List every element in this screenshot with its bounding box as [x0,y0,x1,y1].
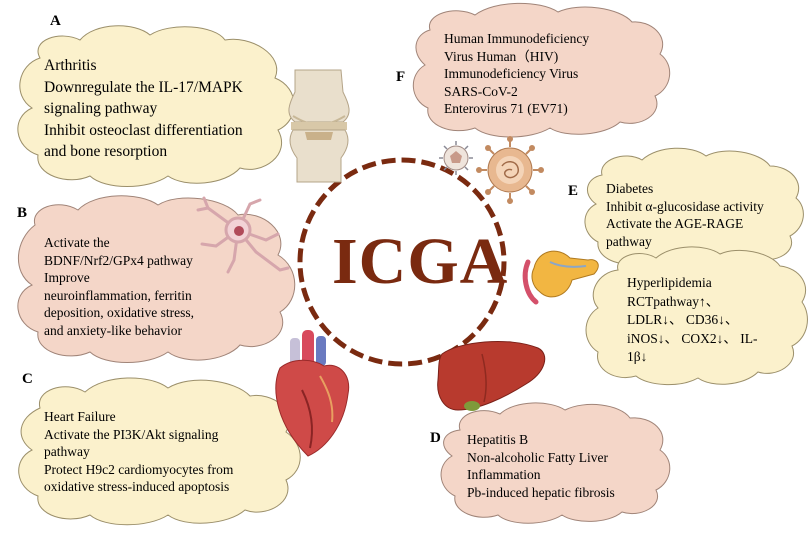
panel-f-text: Human Immunodeficiency Virus Human（HIV) … [444,30,589,118]
virus-small-icon [439,141,473,175]
panel-a-line: Downregulate the IL-17/MAPK [44,78,243,96]
panel-c-text: Heart Failure Activate the PI3K/Akt sign… [44,408,233,496]
panel-b-line: Activate the [44,235,110,250]
heart-icon [275,330,350,457]
cloud-c [18,377,301,526]
panel-d-line: Non-alcoholic Fatty Liver [467,449,608,465]
panel-label-c: C [22,371,33,387]
panel-e-hyperlipidemia-line: 1β↓ [627,349,648,364]
panel-a-line: signaling pathway [44,100,158,117]
panel-e-diabetes-line: Diabetes [606,181,654,196]
panel-c-line: pathway [44,444,90,459]
panel-a-text: Arthritis Downregulate the IL-17/MAPK si… [44,55,243,163]
panel-c-line: Protect H9c2 cardiomyocytes from [44,461,234,477]
panel-e-hyperlipidemia-text: Hyperlipidemia RCTpathway↑、 LDLR↓、 CD36↓… [627,274,758,367]
panel-label-e: E [568,183,579,199]
panel-label-d: D [430,430,441,446]
pancreas-icon [522,250,599,305]
knee-joint-icon [288,69,350,183]
panel-d-line: Pb-induced hepatic fibrosis [467,484,615,500]
panel-c-line: oxidative stress-induced apoptosis [44,479,230,494]
panel-a-line: Arthritis [44,57,97,74]
panel-b-line: Improve [44,270,90,285]
central-dashed-circle [297,157,507,367]
cloud-e-hyperlipidemia [585,246,808,386]
panel-e-hyperlipidemia-line: LDLR↓、 CD36↓、 [627,312,739,327]
panel-e-hyperlipidemia-line: RCTpathway↑、 [627,293,720,309]
panel-d-line: Inflammation [467,467,541,482]
panel-a-line: and bone resorption [44,143,168,160]
cloud-a [17,25,295,187]
panel-label-a: A [50,13,61,29]
panel-f-line: Virus Human（HIV) [444,48,559,64]
panel-f-line: Human Immunodeficiency [444,31,590,46]
center-title: ICGA [332,225,509,298]
panel-e-diabetes-text: Diabetes Inhibit α-glucosidase activity … [606,180,764,250]
panel-a-line: Inhibit osteoclast differentiation [44,121,243,139]
panel-label-f: F [396,69,406,85]
neuron-icon [196,196,290,274]
cloud-f [412,2,670,138]
panel-d-text: Hepatitis B Non-alcoholic Fatty Liver In… [467,431,615,501]
panel-b-line: deposition, oxidative stress, [44,305,194,320]
panel-c-line: Heart Failure [44,409,116,424]
panel-c-line: Activate the PI3K/Akt signaling [44,426,219,442]
panel-f-line: Immunodeficiency Virus [444,66,579,81]
virus-large-icon [476,136,544,204]
panel-d-line: Hepatitis B [467,432,529,447]
panel-e-diabetes-line: pathway [606,233,652,249]
panel-label-b: B [17,205,28,221]
cloud-e-diabetes [584,147,804,270]
panel-b-line: and anxiety-like behavior [44,322,182,338]
panel-b-line: BDNF/Nrf2/GPx4 pathway [44,252,193,268]
panel-f-line: SARS-CoV-2 [444,83,518,99]
panel-b-line: neuroinflammation, ferritin [44,287,192,303]
cloud-d [440,402,671,524]
panel-e-diabetes-line: Activate the AGE-RAGE [606,216,744,231]
panel-b-text: Activate the BDNF/Nrf2/GPx4 pathway Impr… [44,234,194,339]
panel-e-hyperlipidemia-line: iNOS↓、 COX2↓、 IL- [627,330,758,346]
panel-e-diabetes-line: Inhibit α-glucosidase activity [606,198,764,214]
liver-icon [437,340,546,411]
panel-e-hyperlipidemia-line: Hyperlipidemia [627,275,712,290]
panel-f-line: Enterovirus 71 (EV71) [444,101,568,116]
